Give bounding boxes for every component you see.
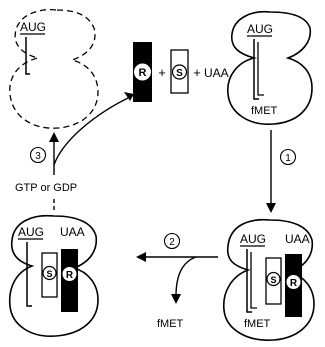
release-factor-s-label: S (46, 269, 52, 279)
step-1-arrow-head (266, 203, 276, 213)
trna-hook (246, 249, 252, 313)
release-factor-r-circle (62, 267, 77, 281)
trna-hook (26, 242, 32, 307)
trna-hook (25, 37, 30, 75)
step-1-badge (279, 148, 297, 166)
ribosome-with-fmet-outline (227, 10, 313, 125)
codon-start-label: AUG (247, 22, 273, 36)
step-3-arrow: GTP or GDP 3 (15, 92, 134, 210)
release-factor-s-label: S (270, 275, 276, 285)
step-1-arrow: 1 (266, 130, 297, 213)
release-factor-r-label: R (66, 270, 74, 281)
ribosome-dissociated-outline (9, 8, 99, 129)
factor-release-branch (53, 97, 129, 166)
fmet-label: fMET (244, 318, 271, 330)
released-uaa-label: UAA (204, 66, 229, 80)
release-factor-s-circle (42, 265, 57, 281)
release-factor-r-label: R (139, 67, 147, 79)
released-fmet-label: fMET (157, 318, 184, 330)
ribosome-post-release-outline (8, 214, 99, 337)
trna-stem (257, 42, 264, 96)
ribosome-with-fmet: AUG fMET (227, 10, 313, 125)
step-2-badge (163, 232, 181, 250)
step-2-arrow-head (136, 252, 146, 262)
codon-stop-label: UAA (285, 232, 310, 246)
ribosome-post-release: AUG UAA S R (8, 214, 99, 337)
codon-start-label: AUG (18, 225, 44, 239)
codon-stop-label: UAA (60, 225, 85, 239)
ribosome-dissociated: AUG (9, 8, 99, 129)
fmet-label: fMET (251, 105, 278, 117)
ribosome-termination-outline (223, 218, 315, 341)
step-3-number: 3 (35, 151, 41, 162)
step-2-number: 2 (169, 237, 175, 248)
fmet-release-branch (175, 256, 197, 297)
nucleotide-label: GTP or GDP (15, 182, 77, 194)
step-2-arrow: 2 fMET (136, 232, 218, 330)
ribosome-termination-complex: AUG UAA S R fMET (223, 218, 315, 341)
trna-stem (250, 252, 257, 309)
codon-start-label: AUG (20, 20, 46, 34)
step-1-number: 1 (285, 153, 291, 164)
step-3-badge (29, 146, 47, 164)
release-factor-r-circle (134, 63, 151, 81)
release-factor-s-circle (171, 64, 188, 80)
fmet-release-head (171, 294, 181, 304)
factor-release-head (124, 92, 134, 101)
release-factor-s-label: S (176, 68, 183, 79)
released-products: R + S + UAA (133, 42, 229, 102)
release-factor-r-label: R (290, 278, 298, 289)
codon-start-label: AUG (240, 232, 266, 246)
plus-sign: + (158, 65, 166, 80)
release-factor-r-circle (286, 275, 301, 289)
trna-hook (253, 39, 259, 100)
step-3-arrow-head (49, 132, 59, 142)
plus-sign: + (193, 65, 201, 80)
release-factor-s-circle (266, 271, 281, 287)
